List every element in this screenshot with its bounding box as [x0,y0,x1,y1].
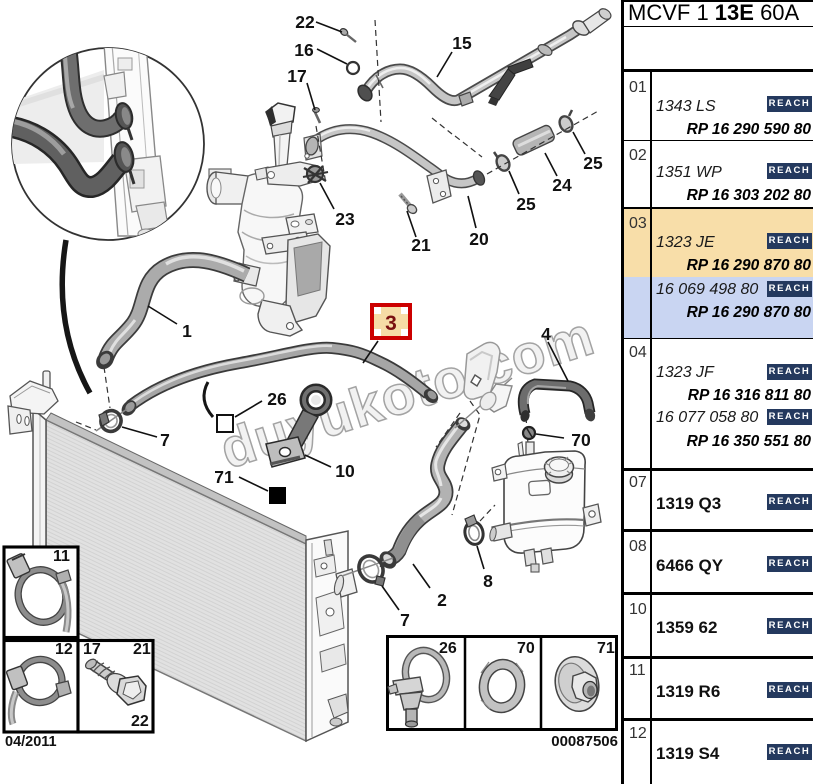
svg-text:7: 7 [160,430,170,450]
svg-text:10: 10 [335,461,355,481]
svg-text:70: 70 [571,430,591,450]
svg-text:3: 3 [385,312,397,335]
svg-text:12: 12 [55,641,73,658]
svg-text:8: 8 [483,571,493,591]
svg-text:04/2011: 04/2011 [5,734,57,750]
svg-text:22: 22 [131,713,149,730]
svg-text:17: 17 [287,66,306,86]
svg-text:1: 1 [182,321,192,341]
svg-text:4: 4 [541,324,551,344]
svg-text:22: 22 [295,12,315,32]
svg-text:24: 24 [552,175,572,195]
svg-text:25: 25 [516,194,536,214]
svg-text:20: 20 [469,229,489,249]
svg-text:00087506: 00087506 [551,733,618,750]
svg-text:26: 26 [439,640,457,657]
svg-text:11: 11 [53,548,70,565]
svg-text:21: 21 [133,641,151,658]
svg-text:15: 15 [452,33,472,53]
svg-text:2: 2 [437,590,447,610]
svg-text:70: 70 [517,640,535,657]
svg-text:23: 23 [335,209,355,229]
svg-text:25: 25 [583,153,603,173]
svg-text:7: 7 [400,610,410,630]
svg-text:16: 16 [294,40,314,60]
svg-text:26: 26 [267,389,287,409]
svg-text:71: 71 [214,467,234,487]
svg-text:17: 17 [83,641,101,658]
svg-text:71: 71 [597,640,615,657]
svg-text:21: 21 [411,235,431,255]
